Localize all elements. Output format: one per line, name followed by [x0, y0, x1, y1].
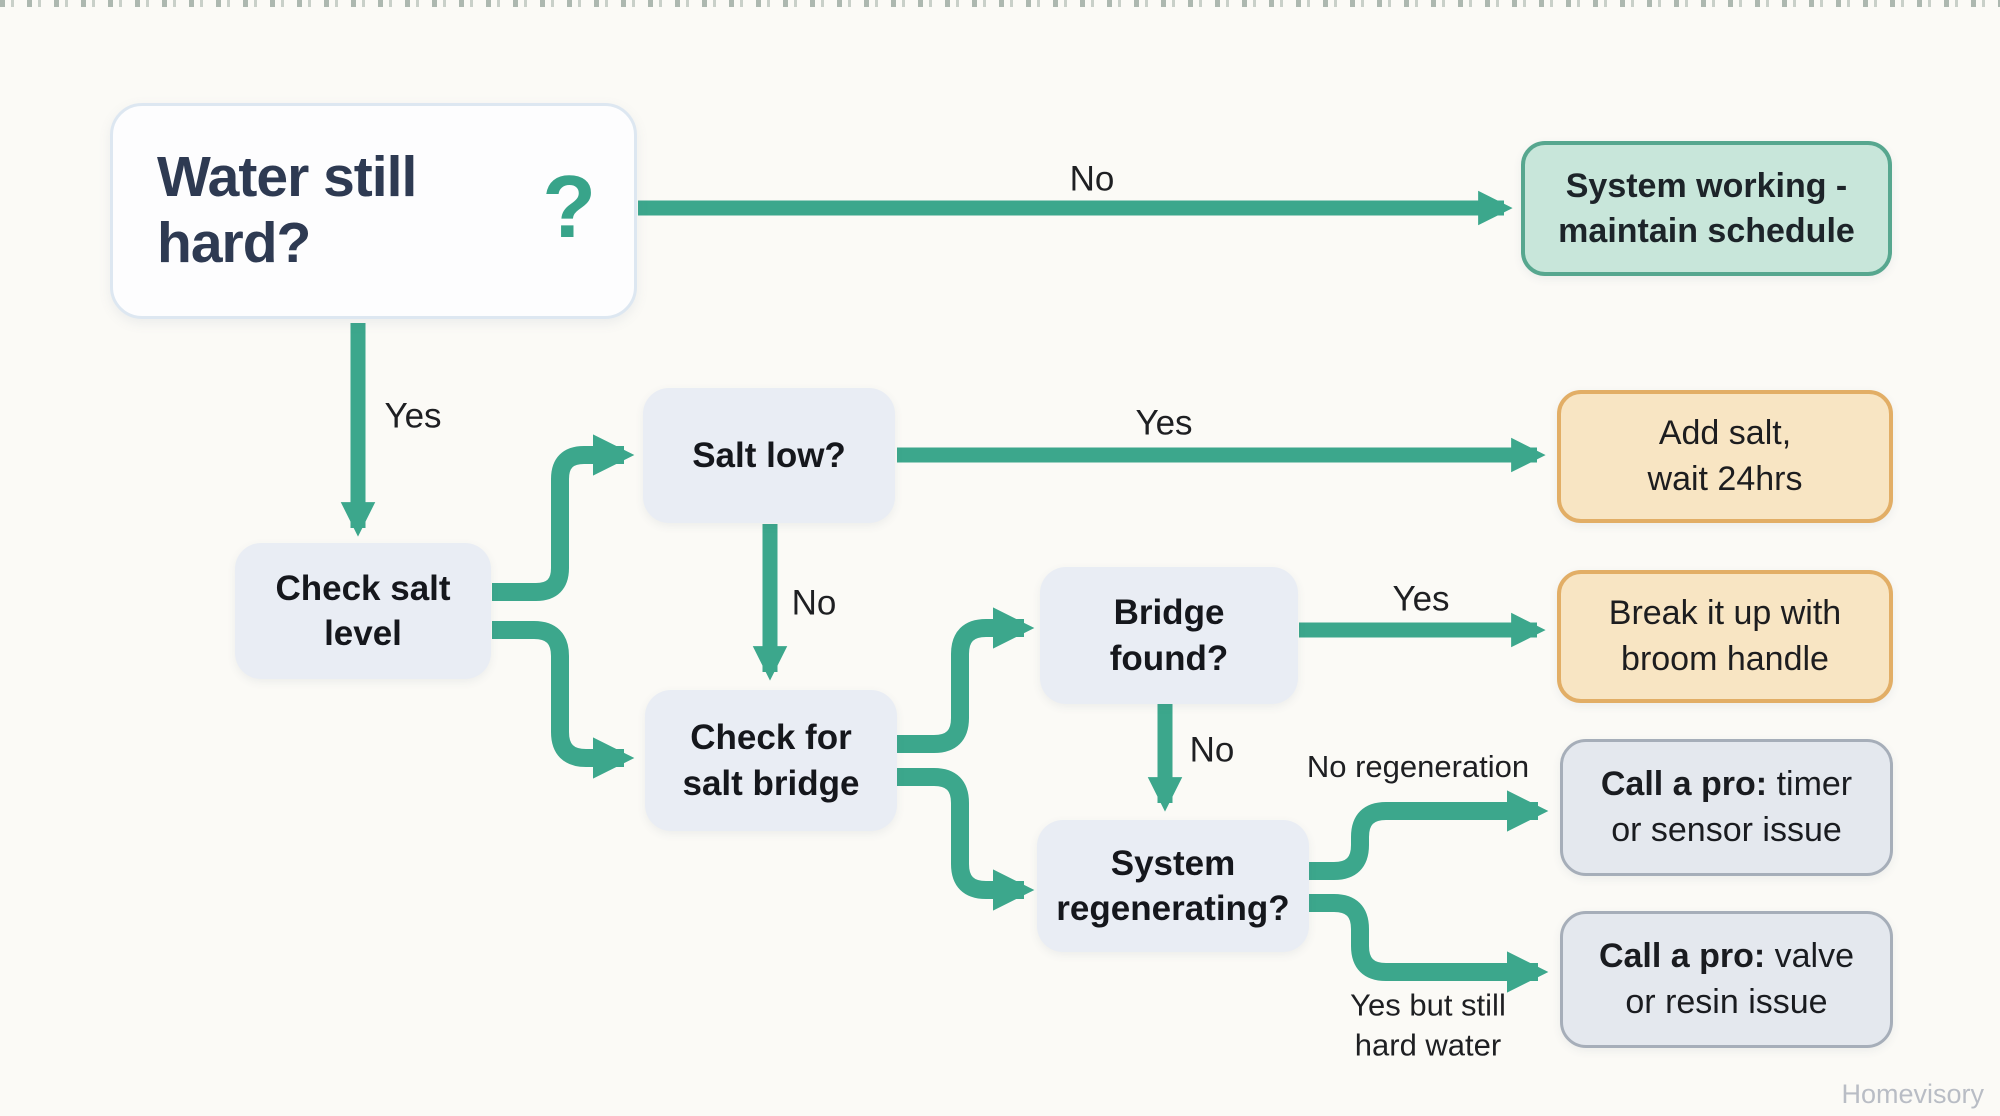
node-bridge-found: Bridge found? — [1040, 567, 1298, 704]
node-label-add-salt: Add salt, wait 24hrs — [1647, 413, 1803, 498]
node-label-check-salt-level: Check salt level — [275, 568, 451, 654]
edge-checksalt-to-checkbridge — [492, 621, 635, 779]
edge-label-bridge-no: No — [1189, 730, 1235, 770]
node-label-call-pro-valve: Call a pro: valve or resin issue — [1599, 934, 1854, 1026]
call-a-pro-rest: timer or sensor issue — [1611, 764, 1853, 849]
call-a-pro-prefix: Call a pro: — [1598, 936, 1766, 975]
node-break-it-up: Break it up with broom handle — [1557, 570, 1893, 703]
edge-label-saltlow-no: No — [791, 583, 837, 623]
node-label-system-regenerating: System regenerating? — [1056, 843, 1290, 929]
edge-checksalt-to-saltlow — [492, 434, 635, 601]
node-check-salt-level: Check salt level — [235, 543, 491, 679]
node-label-water-still-hard: Water still hard? — [157, 145, 417, 275]
edge-checkbridge-to-systemregen — [897, 768, 1035, 911]
edge-label-saltlow-yes: Yes — [1135, 403, 1193, 443]
watermark-homevisory: Homevisory — [1841, 1079, 1984, 1109]
edge-label-start-yes: Yes — [384, 396, 442, 436]
node-label-system-working: System working - maintain schedule — [1558, 167, 1855, 250]
node-label-bridge-found: Bridge found? — [1109, 593, 1229, 678]
edge-label-start-no: No — [1069, 159, 1115, 199]
edge-regen-no-arrow — [1309, 790, 1549, 880]
node-system-working: System working - maintain schedule — [1521, 141, 1892, 276]
node-label-call-pro-timer: Call a pro: timer or sensor issue — [1601, 762, 1852, 854]
edge-label-regen-yes: Yes but still hard water — [1350, 987, 1506, 1062]
node-salt-low: Salt low? — [643, 388, 895, 523]
node-label-check-for-salt-bridge: Check for salt bridge — [682, 718, 860, 803]
node-label-salt-low: Salt low? — [692, 435, 846, 475]
top-edge-texture — [0, 0, 2000, 7]
question-mark-icon: ? — [542, 157, 596, 256]
edge-label-regen-no: No regeneration — [1306, 749, 1530, 785]
call-a-pro-rest: valve or resin issue — [1625, 936, 1855, 1021]
call-a-pro-prefix: Call a pro: — [1600, 764, 1768, 803]
edge-regen-yes-arrow — [1309, 894, 1549, 993]
node-label-break-it-up: Break it up with broom handle — [1608, 593, 1842, 678]
node-call-pro-valve: Call a pro: valve or resin issue — [1560, 911, 1893, 1048]
node-add-salt: Add salt, wait 24hrs — [1557, 390, 1893, 523]
node-check-for-salt-bridge: Check for salt bridge — [645, 690, 897, 831]
node-water-still-hard: Water still hard? ? — [110, 103, 637, 319]
node-system-regenerating: System regenerating? — [1037, 820, 1309, 952]
node-call-pro-timer: Call a pro: timer or sensor issue — [1560, 739, 1893, 876]
edge-label-bridge-yes: Yes — [1392, 579, 1450, 619]
edge-checkbridge-to-bridgefound — [897, 607, 1035, 753]
